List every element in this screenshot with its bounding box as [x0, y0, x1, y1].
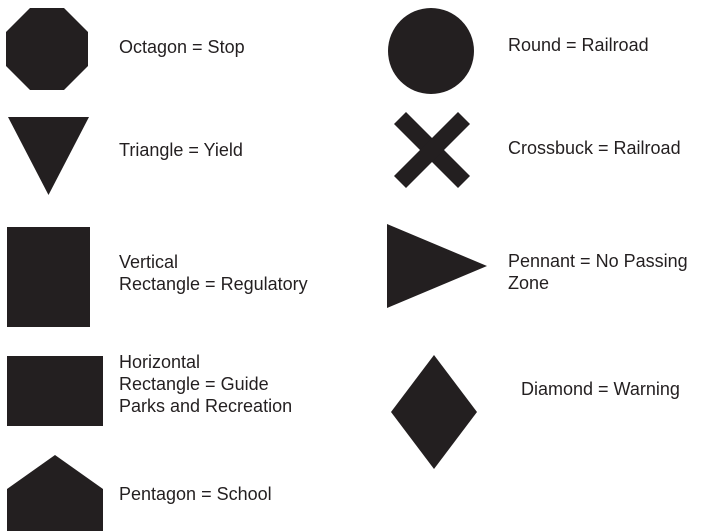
triangle-label-line-1: Triangle = Yield — [119, 140, 243, 160]
crossbuck-label-line-1: Crossbuck = Railroad — [508, 138, 681, 158]
octagon-label-line-1: Octagon = Stop — [119, 37, 245, 57]
pennant-sign-icon — [387, 224, 487, 308]
diamond-label-line-1: Diamond = Warning — [521, 379, 680, 399]
pennant-label: Pennant = No Passing Zone — [508, 250, 688, 294]
diamond-label: Diamond = Warning — [521, 378, 680, 400]
yield-triangle-icon — [8, 117, 89, 195]
pennant-label-line-2: Zone — [508, 273, 550, 293]
vertical-rectangle-label: Vertical Rectangle = Regulatory — [119, 251, 308, 295]
pennant-label-line-1: Pennant = No Passing — [508, 251, 688, 271]
round-label: Round = Railroad — [508, 34, 649, 56]
pentagon-sign-icon — [7, 455, 103, 531]
round-sign-icon — [388, 8, 474, 94]
crossbuck-label: Crossbuck = Railroad — [508, 137, 681, 159]
vertical-rectangle-label-line-1: Vertical — [119, 252, 179, 272]
pentagon-label: Pentagon = School — [119, 483, 272, 505]
vertical-rectangle-label-line-2: Rectangle = Regulatory — [119, 274, 308, 294]
horizontal-rectangle-label-line-3: Parks and Recreation — [119, 396, 293, 416]
horizontal-rectangle-label-line-1: Horizontal — [119, 352, 201, 372]
round-label-line-1: Round = Railroad — [508, 35, 649, 55]
vertical-rectangle-sign-icon — [7, 227, 90, 327]
horizontal-rectangle-label: Horizontal Rectangle = Guide Parks and R… — [119, 351, 292, 417]
pentagon-label-line-1: Pentagon = School — [119, 484, 272, 504]
octagon-sign-icon — [6, 8, 88, 90]
crossbuck-sign-icon — [394, 112, 470, 188]
octagon-label: Octagon = Stop — [119, 36, 245, 58]
horizontal-rectangle-label-line-2: Rectangle = Guide — [119, 374, 269, 394]
triangle-label: Triangle = Yield — [119, 139, 243, 161]
horizontal-rectangle-sign-icon — [7, 356, 103, 426]
diamond-sign-icon — [391, 355, 477, 469]
